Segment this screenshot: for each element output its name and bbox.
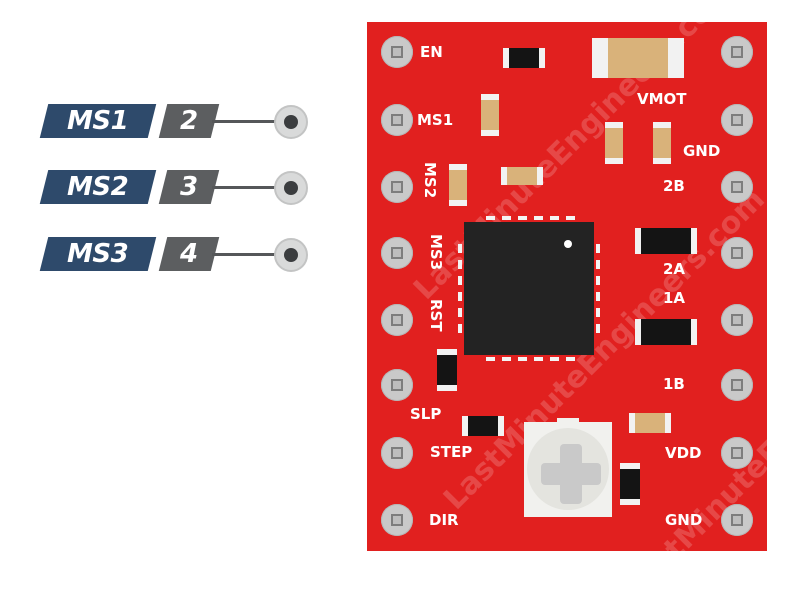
label-2a: 2A [663, 260, 686, 278]
legend-pin-number: 3 [179, 172, 199, 202]
resistor-component [503, 48, 545, 68]
legend-wire [212, 120, 276, 123]
legend-wire [212, 253, 276, 256]
legend-pin-number: 4 [179, 239, 199, 269]
legend-name: MS1 [67, 106, 129, 136]
label-vmot: VMOT [637, 90, 687, 108]
chip-pad [596, 308, 600, 317]
chip-pad [486, 216, 495, 220]
pin-gnd [721, 504, 753, 536]
pin-ms3 [381, 237, 413, 269]
chip-pad [458, 260, 462, 269]
capacitor-large-component [592, 38, 684, 78]
capacitor-component [449, 164, 467, 206]
capacitor-component [501, 167, 543, 185]
pin-vmot-top [721, 36, 753, 68]
resistor-component [462, 416, 504, 436]
pin-hole-icon [274, 238, 308, 272]
chip-pad [596, 244, 600, 253]
chip-pad [596, 324, 600, 333]
pin1-marker-icon [564, 240, 572, 248]
legend-tag-ms3: MS3 [39, 237, 157, 271]
pin-vmot [721, 104, 753, 136]
capacitor-component [629, 413, 671, 433]
pin-rst [381, 304, 413, 336]
cross-icon [560, 444, 582, 504]
pin-ms2 [381, 171, 413, 203]
legend-wire [212, 186, 276, 189]
legend-pin-number: 2 [179, 106, 199, 136]
sense-resistor-component [635, 319, 697, 345]
pin-1a [721, 304, 753, 336]
pot-dial [527, 428, 609, 510]
label-gnd: GND [665, 511, 703, 529]
legend-name: MS2 [67, 172, 129, 202]
pin-2a [721, 237, 753, 269]
chip-pad [502, 357, 511, 361]
pin-slp [381, 369, 413, 401]
capacitor-component [653, 122, 671, 164]
chip-pad [596, 292, 600, 301]
chip-pad [566, 216, 575, 220]
label-dir: DIR [429, 511, 459, 529]
label-slp: SLP [410, 405, 442, 423]
pin-en [381, 36, 413, 68]
chip-pad [458, 308, 462, 317]
chip-pad [502, 216, 511, 220]
chip-pad [550, 357, 559, 361]
chip-pad [458, 276, 462, 285]
legend-tag-ms2: MS2 [39, 170, 157, 204]
chip-pad [534, 357, 543, 361]
resistor-component [437, 349, 457, 391]
resistor-component [620, 463, 640, 505]
label-ms1: MS1 [417, 111, 454, 129]
chip-pad [518, 216, 527, 220]
a4988-chip [464, 222, 594, 355]
label-ms2: MS2 [421, 162, 439, 199]
chip-pad [458, 244, 462, 253]
label-en: EN [420, 43, 443, 61]
pin-hole-icon [274, 105, 308, 139]
chip-pad [458, 324, 462, 333]
chip-pad [596, 276, 600, 285]
pin-1b [721, 369, 753, 401]
pot-tab [557, 418, 579, 423]
label-step: STEP [430, 443, 473, 461]
legend-pin-2: 2 [158, 104, 220, 138]
legend-name: MS3 [67, 239, 129, 269]
capacitor-component [481, 94, 499, 136]
label-vdd: VDD [665, 444, 702, 462]
chip-pad [486, 357, 495, 361]
legend-pin-4: 4 [158, 237, 220, 271]
legend-pin-3: 3 [158, 170, 220, 204]
legend-tag-ms1: MS1 [39, 104, 157, 138]
chip-pad [518, 357, 527, 361]
label-ms3: MS3 [427, 234, 445, 271]
chip-pad [458, 292, 462, 301]
a4988-driver-board: LastMinuteEngineers.com LastMinuteEngine… [367, 0, 809, 607]
pin-2b [721, 171, 753, 203]
pin-vdd [721, 437, 753, 469]
current-limit-potentiometer[interactable] [524, 418, 612, 517]
chip-pad [566, 357, 575, 361]
pin-step [381, 437, 413, 469]
chip-pad [550, 216, 559, 220]
pin-hole-icon [274, 171, 308, 205]
label-gnd-top: GND [683, 142, 721, 160]
label-rst: RST [427, 299, 445, 332]
label-1a: 1A [663, 289, 686, 307]
chip-pad [596, 260, 600, 269]
capacitor-component [605, 122, 623, 164]
pin-ms1 [381, 104, 413, 136]
pin-dir [381, 504, 413, 536]
label-1b: 1B [663, 375, 685, 393]
chip-pad [534, 216, 543, 220]
label-2b: 2B [663, 177, 685, 195]
sense-resistor-component [635, 228, 697, 254]
